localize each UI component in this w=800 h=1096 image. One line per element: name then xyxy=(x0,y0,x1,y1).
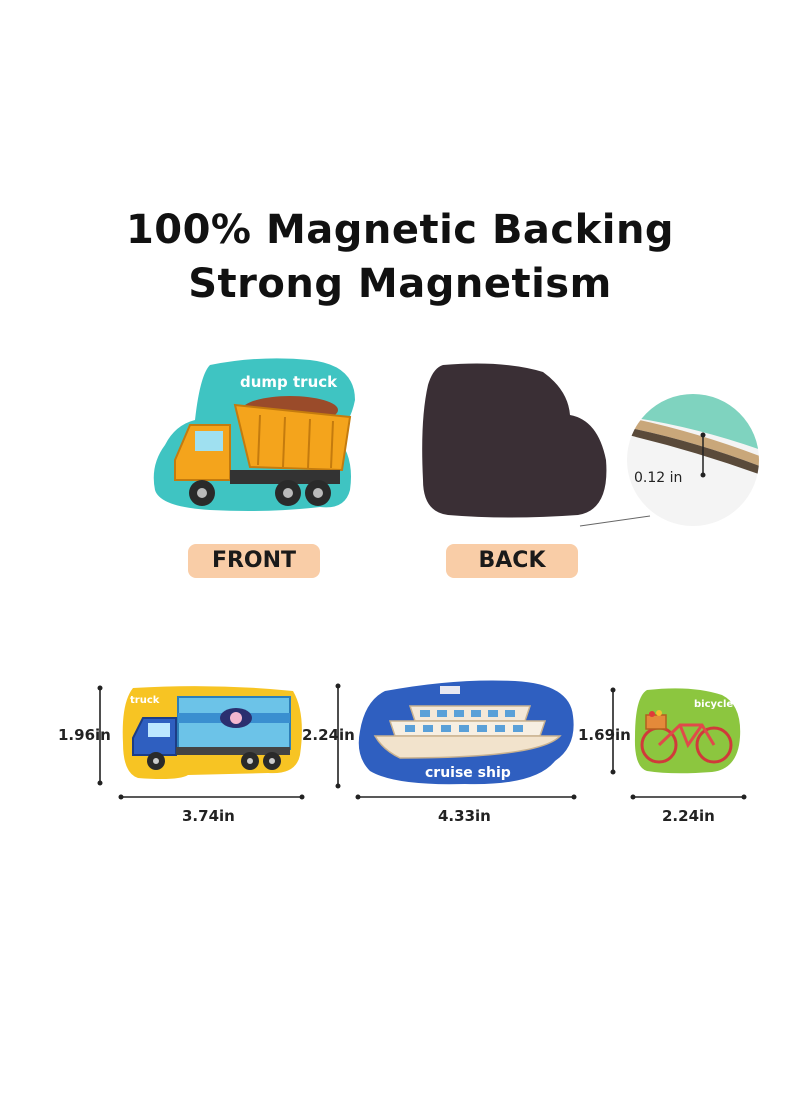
magnetic-backing xyxy=(422,363,607,518)
headline-line-1: 100% Magnetic Backing xyxy=(125,207,675,253)
bicycle-width-label: 2.24in xyxy=(662,807,715,825)
bicycle-caption: bicycle xyxy=(694,699,733,710)
truck-height-label: 1.96in xyxy=(58,726,111,744)
bicycle-height-label: 1.69in xyxy=(578,726,631,744)
cruise-ship-magnet: cruise ship xyxy=(358,680,574,785)
cruise-ship-height-label: 2.24in xyxy=(302,726,355,744)
dump-truck-caption: dump truck xyxy=(240,373,338,391)
cruise-ship-width-label: 4.33in xyxy=(438,807,491,825)
bicycle-magnet: bicycle xyxy=(634,688,741,774)
back-label: BACK xyxy=(446,544,578,578)
truck-width-label: 3.74in xyxy=(182,807,235,825)
truck-caption: truck xyxy=(130,695,160,706)
thickness-zoom-callout xyxy=(579,394,759,527)
thickness-label: 0.12 in xyxy=(634,470,683,486)
dump-truck-magnet: dump truck xyxy=(153,358,355,511)
front-label: FRONT xyxy=(188,544,320,578)
headline-line-2: Strong Magnetism xyxy=(188,261,612,307)
cruise-ship-caption: cruise ship xyxy=(425,765,511,781)
truck-magnet: truck xyxy=(122,686,302,779)
